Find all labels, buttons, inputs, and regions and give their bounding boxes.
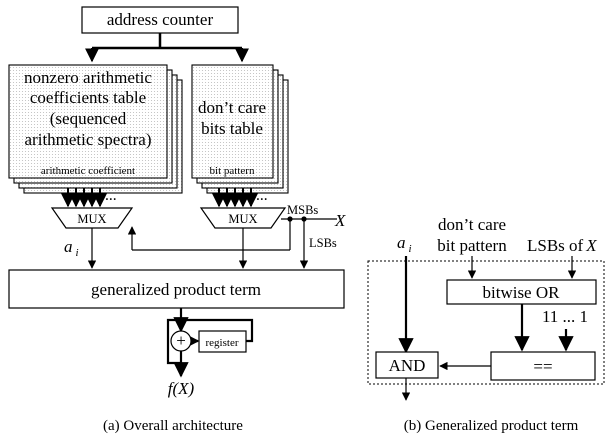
lsbs-of-text: LSBs of [527, 236, 584, 255]
nonzero-table-title-line4: arithmetic spectra) [25, 130, 152, 149]
accumulator-wires [166, 308, 254, 378]
and-gate-box [375, 351, 439, 379]
bitwise-or-label: bitwise OR [483, 283, 561, 302]
equality-comparator-label: == [533, 357, 552, 376]
all-ones-constant: 11 ... 1 [542, 307, 588, 326]
dont-care-bits-table [191, 64, 289, 194]
nonzero-table-title-line3: (sequenced [50, 109, 127, 128]
generalized-product-term-label: generalized product term [91, 280, 261, 299]
lsbs-label: LSBs [309, 236, 337, 250]
nonzero-table-title-line1: nonzero arithmetic [24, 68, 152, 87]
address-bus [85, 33, 249, 63]
arithmetic-coefficient-field: arithmetic coefficient [41, 165, 135, 177]
x-input-wires [127, 218, 337, 269]
generalized-product-term-block [8, 269, 345, 309]
address-counter-box [81, 6, 239, 34]
mux-bit-pattern [199, 207, 287, 229]
mux-bit-pattern-label: MUX [228, 212, 257, 226]
adder [170, 330, 192, 352]
mux-coefficients [50, 207, 134, 229]
bitwise-or-box [446, 279, 597, 305]
lsbs-of-x-var: X [585, 236, 597, 255]
adder-symbol: + [176, 331, 186, 350]
dont-care-input-line1: don’t care [438, 215, 506, 234]
x-junction-msb [287, 216, 293, 222]
gpt-coefficient-subscript: i [409, 243, 412, 255]
gpt-detail-frame [367, 260, 605, 385]
dont-care-table-title-line1: don’t care [198, 98, 266, 117]
nonzero-table-title-line2: coefficients table [30, 88, 146, 107]
equality-comparator-box [490, 351, 596, 381]
dont-care-table-title-line2: bits table [201, 119, 263, 138]
output-label: f(X) [168, 379, 195, 398]
bit-pattern-field: bit pattern [210, 165, 255, 177]
coefficient-var-subscript: i [76, 247, 79, 259]
nonzero-coefficients-table [8, 64, 183, 194]
and-gate-label: AND [389, 356, 426, 375]
dont-care-input-line2: bit pattern [437, 236, 507, 255]
x-junction-lsb [301, 216, 307, 222]
msbs-label: MSBs [287, 203, 318, 217]
register-box [198, 330, 247, 353]
coefficient-bus [61, 188, 107, 208]
bit-pattern-bus [212, 188, 258, 208]
address-counter-label: address counter [107, 10, 214, 29]
x-input-label: X [334, 211, 346, 230]
coefficient-bus-ellipsis: ... [105, 187, 117, 204]
register-label: register [206, 337, 239, 349]
caption-generalized-product-term: (b) Generalized product term [404, 418, 579, 434]
bit-pattern-bus-ellipsis: ... [256, 187, 268, 204]
caption-overall-architecture: (a) Overall architecture [103, 418, 243, 434]
coefficient-var: a [64, 237, 73, 256]
gpt-coefficient-var: a [397, 233, 406, 252]
mux-coefficients-label: MUX [77, 212, 106, 226]
